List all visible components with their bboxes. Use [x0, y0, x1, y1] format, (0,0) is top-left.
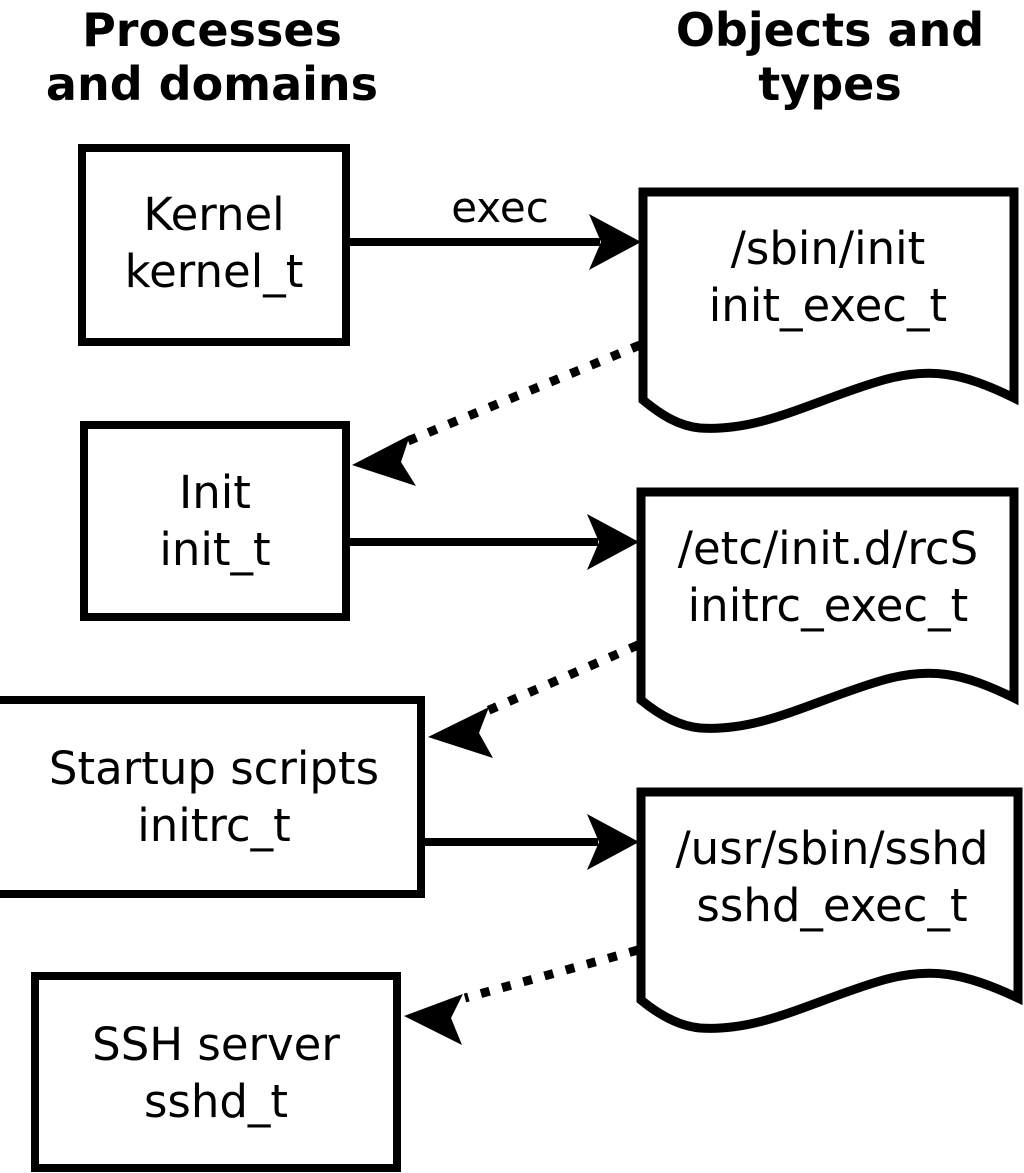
edge-init-exec-transition-init-arrowhead	[352, 435, 416, 486]
object-node-init-exec[interactable]: /sbin/init init_exec_t	[638, 187, 1019, 433]
process-node-kernel-line2: kernel_t	[125, 245, 304, 298]
edge-init-exec-transition-init-line	[406, 340, 642, 446]
process-node-initrc-box[interactable]	[0, 696, 425, 898]
object-node-init-exec-line1: /sbin/init	[731, 222, 926, 275]
object-node-sshd-exec-line2: sshd_exec_t	[696, 879, 967, 932]
edge-init-exec-initrc-exec-arrowhead	[587, 514, 639, 570]
object-node-sshd-exec-shape[interactable]	[636, 787, 1023, 1033]
process-node-initrc-line2: initrc_t	[137, 799, 291, 852]
process-node-sshd-line2: sshd_t	[144, 1075, 288, 1128]
process-node-init[interactable]: Init init_t	[80, 421, 350, 621]
process-node-initrc[interactable]: Startup scripts initrc_t	[0, 696, 425, 898]
process-node-kernel-line1: Kernel	[143, 188, 284, 241]
process-node-initrc-line1: Startup scripts	[49, 742, 379, 795]
edge-kernel-exec-init-exec-arrowhead	[589, 214, 641, 270]
object-node-initrc-exec-shape[interactable]	[636, 487, 1019, 733]
edge-init-exec-transition-init	[352, 340, 642, 486]
process-node-kernel-box[interactable]	[78, 144, 350, 346]
edge-sshd-exec-transition-sshd-arrowhead	[404, 994, 463, 1045]
process-node-sshd-box[interactable]	[31, 972, 401, 1172]
column-header-processes-line1: Processes	[82, 3, 342, 57]
object-node-init-exec-line2: init_exec_t	[709, 279, 947, 332]
edge-kernel-exec-init-exec: exec	[346, 183, 641, 270]
object-node-initrc-exec-line1: /etc/init.d/rcS	[678, 522, 978, 575]
process-node-init-line1: Init	[179, 466, 251, 519]
process-node-init-line2: init_t	[159, 523, 270, 576]
edge-label-exec: exec	[451, 183, 549, 232]
column-header-objects-line2: types	[758, 57, 901, 111]
process-node-kernel[interactable]: Kernel kernel_t	[78, 144, 350, 346]
object-node-initrc-exec[interactable]: /etc/init.d/rcS initrc_exec_t	[636, 487, 1019, 733]
edge-sshd-exec-transition-sshd	[404, 945, 640, 1045]
object-node-init-exec-shape[interactable]	[638, 187, 1019, 433]
column-header-processes: Processes and domains	[46, 3, 378, 111]
process-node-init-box[interactable]	[80, 421, 350, 621]
column-header-processes-line2: and domains	[46, 57, 378, 111]
edge-initrc-exec-sshd-exec-arrowhead	[587, 814, 639, 870]
object-node-initrc-exec-line2: initrc_exec_t	[688, 579, 969, 632]
edge-init-exec-initrc-exec	[346, 514, 639, 570]
column-header-objects: Objects and types	[676, 3, 984, 111]
object-node-sshd-exec-line1: /usr/sbin/sshd	[676, 822, 989, 875]
edge-initrc-exec-transition-initrc-arrowhead	[428, 707, 493, 758]
object-node-sshd-exec[interactable]: /usr/sbin/sshd sshd_exec_t	[636, 787, 1023, 1033]
process-node-sshd[interactable]: SSH server sshd_t	[31, 972, 401, 1172]
edge-initrc-exec-transition-initrc	[428, 640, 640, 758]
edge-initrc-exec-transition-initrc-line	[485, 640, 640, 716]
edge-sshd-exec-transition-sshd-line	[463, 945, 640, 1003]
column-header-objects-line1: Objects and	[676, 3, 984, 57]
edge-initrc-exec-sshd-exec	[421, 814, 639, 870]
process-node-sshd-line1: SSH server	[92, 1018, 340, 1071]
